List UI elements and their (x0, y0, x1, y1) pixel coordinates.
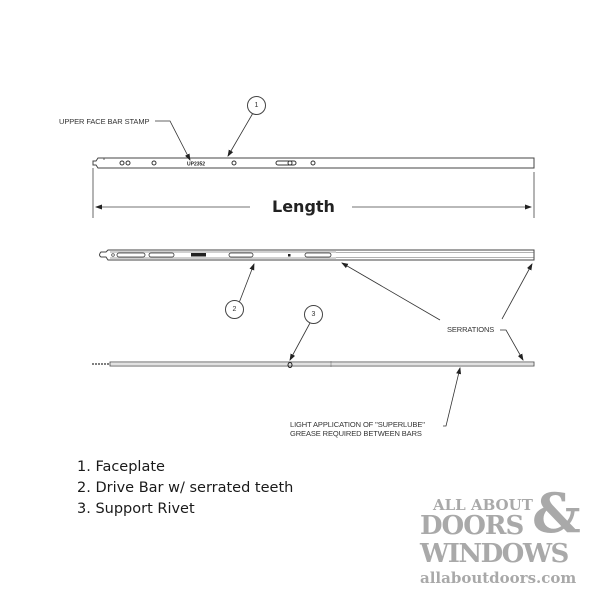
brand-line-all-about: ALL ABOUT (433, 496, 533, 514)
serrations-leader-bottom (500, 329, 524, 361)
legend-item-drive-bar: 2. Drive Bar w/ serrated teeth (77, 480, 294, 496)
legend-item-faceplate: 1. Faceplate (77, 459, 165, 475)
brand-line-doors: DOORS (420, 511, 524, 541)
callout-2-leader (238, 263, 255, 304)
drive-bar (99, 249, 535, 261)
callout-1-leader (227, 112, 254, 157)
assembled-side-view (92, 361, 535, 368)
brand-line-windows: WINDOWS (420, 539, 569, 569)
parts-legend: 1. Faceplate 2. Drive Bar w/ serrated te… (77, 457, 293, 520)
serrations-leader-right (501, 263, 533, 320)
stamp-leader-line (155, 120, 191, 161)
serrations-label: SERRATIONS (447, 325, 495, 334)
callout-3: 3 (304, 305, 323, 324)
grease-note-line2: GREASE REQUIRED BETWEEN BARS (290, 429, 422, 438)
serrations-leader-left (341, 262, 441, 321)
upper-face-bar-stamp-label: UPPER FACE BAR STAMP (59, 117, 150, 126)
brand-ampersand: & (532, 481, 581, 545)
callout-2: 2 (225, 300, 244, 319)
faceplate-bar: UP2352 (92, 157, 535, 169)
brand-url: allaboutdoors.com (420, 569, 577, 587)
length-label: Length (272, 197, 335, 216)
grease-note-line1: LIGHT APPLICATION OF "SUPERLUBE" (290, 420, 425, 429)
callout-3-leader (289, 322, 311, 361)
svg-text:UP2352: UP2352 (187, 162, 205, 168)
length-dimension (92, 168, 535, 218)
callout-1: 1 (247, 96, 266, 115)
legend-item-support-rivet: 3. Support Rivet (77, 501, 195, 517)
grease-leader (443, 367, 462, 427)
